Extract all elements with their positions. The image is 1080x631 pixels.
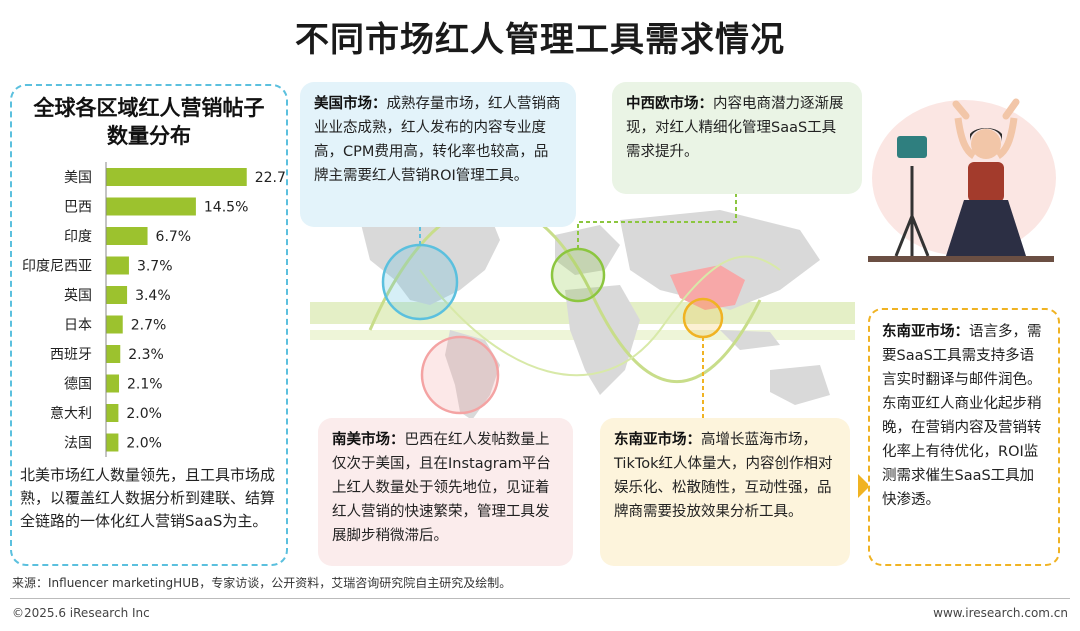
value-label: 2.3% [128,347,164,363]
map-asia [620,210,820,310]
chart-title-line-1: 全球各区域红人营销帖子 [33,96,265,120]
category-label: 印度 [64,229,92,245]
world-map [310,194,855,420]
us-market-box: 美国市场：成熟存量市场，红人营销商业业态成熟，红人发布的内容专业度高，CPM费用… [300,82,576,227]
value-label: 3.7% [137,259,173,275]
map-wave-green [368,203,762,383]
chart-title: 全球各区域红人营销帖子 数量分布 [12,94,286,150]
phone-icon [897,136,927,158]
sa-region-circle [420,335,500,415]
raised-arms [952,98,1020,120]
bar [106,374,120,393]
arms [954,117,1018,159]
copyright: ©2025.6 iResearch Inc [12,606,150,620]
map-china [670,265,745,310]
map-north-america [360,210,500,305]
eu-market-text: 内容电商潜力逐渐展现，对红人精细化管理SaaS工具需求提升。 [626,96,844,160]
sea-market-box: 东南亚市场：高增长蓝海市场，TikTok红人体量大，内容创作相对娱乐化、松散随性… [600,418,850,566]
chart-summary: 北美市场红人数量领先，且工具市场成熟，以覆盖红人数据分析到建联、结算全链路的一体… [20,466,276,530]
bar-chart: 美国 22.7% 巴西 14.5% 印度 6.7% 印度尼西亚 3.7% 英国 3.4% 日本 2.7… [22,162,286,457]
map-africa [565,285,640,395]
top [968,162,1004,202]
bar [106,286,128,304]
map-wave-light [419,255,781,377]
category-label: 美国 [64,170,92,186]
category-label: 西班牙 [50,347,92,363]
category-label: 法国 [64,436,92,452]
tripod-leg-left [894,215,914,257]
bar [106,227,148,245]
value-label: 2.0% [126,406,162,422]
website-url: www.iresearch.com.cn [933,606,1068,620]
category-label: 日本 [64,318,92,334]
value-label: 2.7% [131,318,167,334]
bar [106,404,119,422]
sa-market-label: 南美市场： [332,432,405,448]
bar [106,168,247,186]
triangle-right-icon [858,474,870,498]
sea-market-text: 高增长蓝海市场，TikTok红人体量大，内容创作相对娱乐化、松散随性，互动性强，… [614,432,833,520]
woman-with-phone-tripod-illustration [868,98,1056,262]
sa-market-box: 南美市场：巴西在红人发帖数量上仅次于美国，且在Instagram平台上红人数量处… [318,418,573,566]
value-label: 2.0% [126,436,162,452]
us-region-circle [381,243,459,321]
value-label: 14.5% [204,200,248,216]
map-south-america [445,330,500,420]
eu-market-box: 中西欧市场：内容电商潜力逐渐展现，对红人精细化管理SaaS工具需求提升。 [612,82,862,194]
category-label: 巴西 [64,200,92,216]
page-title: 不同市场红人管理工具需求情况 [295,20,785,60]
source-note: 来源：Influencer marketingHUB，专家访谈，公开资料，艾瑞咨… [12,576,512,590]
sea-detail-label: 东南亚市场： [882,324,969,340]
value-label: 22.7% [255,170,286,186]
category-label: 意大利 [50,405,92,422]
map-southeast-asia-islands [720,330,780,350]
sea-detail-box: 东南亚市场：语言多，需要SaaS工具需支持多语言实时翻译与邮件润色。东南亚红人商… [868,308,1060,566]
category-label: 印度尼西亚 [22,259,92,275]
skirt [946,200,1026,256]
footer-divider [10,598,1070,599]
sea-detail-text: 语言多，需要SaaS工具需支持多语言实时翻译与邮件润色。东南亚红人商业化起步稍晚… [882,324,1042,508]
bar [106,433,119,452]
us-market-label: 美国市场： [314,96,387,112]
us-market-text: 成熟存量市场，红人营销商业业态成熟，红人发布的内容专业度高，CPM费用高，转化率… [314,96,561,184]
eu-market-label: 中西欧市场： [626,96,713,112]
tripod-leg-right [910,215,930,257]
value-label: 3.4% [135,288,171,304]
sa-market-text: 巴西在红人发帖数量上仅次于美国，且在Instagram平台上红人数量处于领先地位… [332,432,551,544]
bar [106,197,196,216]
bar [106,256,129,275]
eu-connector [577,194,737,249]
value-label: 6.7% [156,229,192,245]
sea-market-label: 东南亚市场： [614,432,701,448]
bar [106,315,123,334]
category-label: 英国 [64,287,92,304]
sea-region-circle [682,297,724,339]
table-surface [868,256,1054,262]
chart-title-line-2: 数量分布 [107,124,191,148]
face [971,129,1001,159]
bar [106,345,121,363]
category-label: 德国 [64,377,92,393]
value-label: 2.1% [127,377,163,393]
eu-region-circle [550,247,606,303]
map-australia [770,365,830,405]
chart-panel: 全球各区域红人营销帖子 数量分布 美国 22.7% 巴西 14.5% 印度 6.7% 印度尼… [10,84,288,566]
